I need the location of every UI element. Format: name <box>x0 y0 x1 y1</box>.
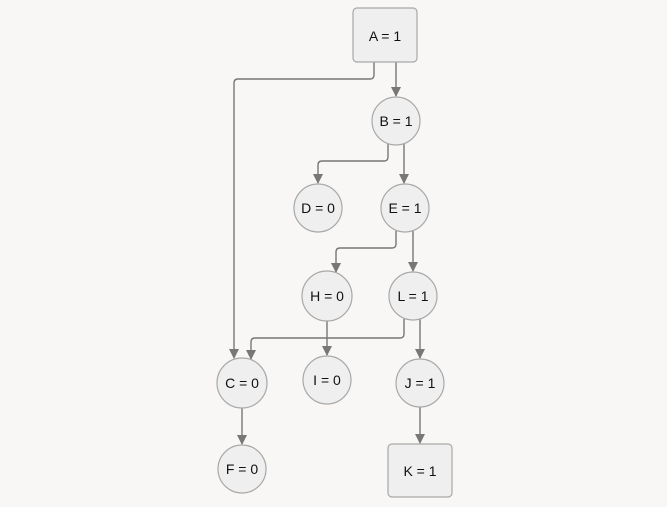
edge-a-c <box>229 62 375 359</box>
node-h-label: H = 0 <box>310 288 344 304</box>
node-k-label: K = 1 <box>403 463 436 479</box>
node-b[interactable]: B = 1 <box>371 96 421 146</box>
edge-e-h <box>331 231 397 273</box>
node-j-label: J = 1 <box>405 375 436 391</box>
node-f-label: F = 0 <box>226 461 259 477</box>
node-b-label: B = 1 <box>379 113 412 129</box>
node-d[interactable]: D = 0 <box>293 183 343 233</box>
node-f[interactable]: F = 0 <box>217 444 267 494</box>
node-j[interactable]: J = 1 <box>395 358 445 408</box>
node-k[interactable]: K = 1 <box>387 443 453 498</box>
node-l[interactable]: L = 1 <box>388 271 438 321</box>
node-a-label: A = 1 <box>369 28 402 44</box>
node-e[interactable]: E = 1 <box>380 183 430 233</box>
edges <box>229 62 425 445</box>
node-c-label: C = 0 <box>225 375 259 391</box>
node-d-label: D = 0 <box>301 200 335 216</box>
node-e-label: E = 1 <box>388 200 421 216</box>
node-l-label: L = 1 <box>397 288 428 304</box>
node-c[interactable]: C = 0 <box>216 357 268 409</box>
node-i-label: I = 0 <box>313 372 341 388</box>
node-a[interactable]: A = 1 <box>352 7 418 63</box>
edge-l-c <box>246 319 405 360</box>
node-h[interactable]: H = 0 <box>301 270 353 322</box>
node-i[interactable]: I = 0 <box>302 355 352 405</box>
edge-b-d <box>313 144 389 184</box>
